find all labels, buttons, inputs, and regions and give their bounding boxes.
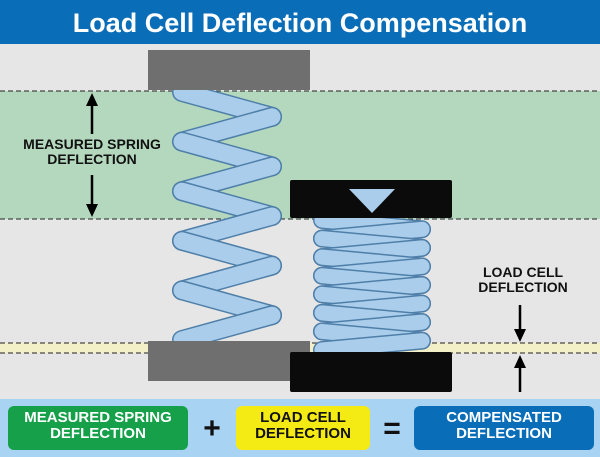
- page-title: Load Cell Deflection Compensation: [73, 8, 528, 38]
- load-cell-spring-coil: [314, 333, 430, 358]
- measured-deflection-arrows: [86, 93, 98, 217]
- load-cell-spring: [313, 211, 431, 359]
- load-cell-deflection-text: LOAD CELL DEFLECTION: [255, 409, 351, 442]
- load-cell-deflection-label: LOAD CELL DEFLECTION: [478, 264, 568, 295]
- measured-spring-deflection-label: MEASURED SPRING DEFLECTION: [23, 136, 161, 167]
- equals-sign: =: [383, 412, 401, 445]
- fixed-top-plate: [148, 50, 310, 90]
- compensated-deflection-box: [414, 406, 594, 450]
- plus-sign: +: [203, 412, 221, 445]
- title-bar: [0, 0, 600, 44]
- measured-deflection-box: [8, 406, 188, 450]
- down-triangle-icon: [349, 189, 395, 213]
- measured-spring: [172, 82, 282, 350]
- fixed-bottom-plate: [148, 341, 310, 381]
- measured-spring-coil: [173, 306, 281, 349]
- load-cell-bottom-plate: [290, 352, 452, 392]
- compensated-deflection-text: COMPENSATED DEFLECTION: [446, 409, 562, 442]
- load-cell-deflection-box: [236, 406, 370, 450]
- measured-deflection-text: MEASURED SPRING DEFLECTION: [24, 409, 172, 442]
- load-cell-deflection-arrows: [514, 305, 526, 392]
